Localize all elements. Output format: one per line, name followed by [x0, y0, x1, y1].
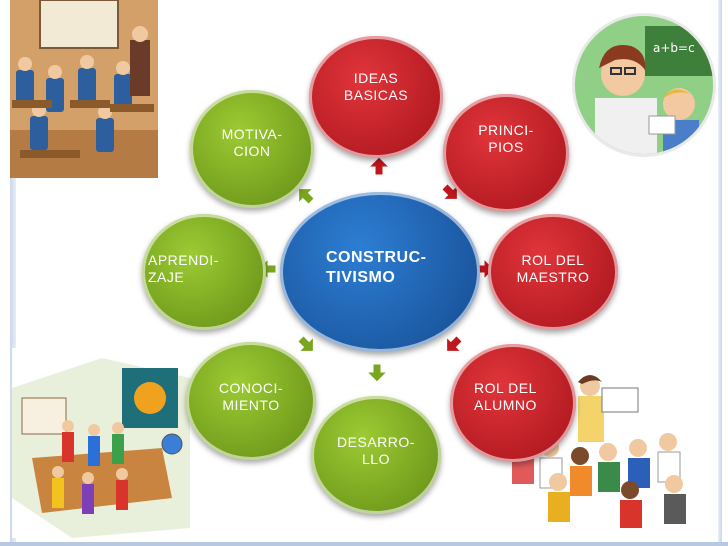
arrow-desarrollo — [366, 363, 388, 383]
slide-frame-right — [718, 0, 722, 546]
node-conocimiento-label: CONOCI- MIENTO — [218, 380, 284, 413]
node-rol-del-maestro-label: ROL DEL MAESTRO — [516, 252, 590, 285]
node-motivacion-label: MOTIVA- CION — [221, 126, 283, 159]
teacher-and-student-illustration: a+b=c — [575, 16, 713, 154]
node-ideas-basicas: IDEAS BASICAS — [309, 36, 443, 158]
slide-frame-bottom — [0, 542, 728, 546]
node-aprendizaje-label: APRENDI- ZAJE — [148, 252, 219, 285]
node-principios: PRINCI- PIOS — [443, 94, 569, 212]
node-ideas-basicas-label: IDEAS BASICAS — [343, 70, 409, 103]
arrow-rol-del-alumno — [446, 335, 463, 352]
arrow-conocimiento — [297, 335, 314, 352]
node-constructivismo-label: CONSTRUC- TIVISMO — [326, 249, 427, 286]
node-rol-del-alumno: ROL DEL ALUMNO — [450, 344, 576, 462]
arrow-ideas-basicas — [368, 156, 390, 176]
classroom-teacher-pointing-illustration — [10, 0, 158, 178]
node-desarrollo-label: DESARRO- LLO — [337, 434, 415, 467]
children-globe-classroom-illustration — [12, 348, 190, 538]
node-constructivismo: CONSTRUC- TIVISMO — [280, 192, 480, 352]
node-rol-del-maestro: ROL DEL MAESTRO — [488, 214, 618, 330]
node-motivacion: MOTIVA- CION — [190, 90, 314, 208]
node-desarrollo: DESARRO- LLO — [311, 396, 441, 514]
svg-text:a+b=c: a+b=c — [653, 41, 695, 55]
node-conocimiento: CONOCI- MIENTO — [186, 342, 316, 460]
node-principios-label: PRINCI- PIOS — [478, 122, 534, 155]
arrow-motivacion — [298, 188, 315, 205]
slide-frame-left — [10, 0, 16, 546]
arrow-aprendizaje — [257, 258, 277, 280]
node-rol-del-alumno-label: ROL DEL ALUMNO — [474, 380, 537, 413]
node-aprendizaje: APRENDI- ZAJE — [142, 214, 266, 330]
